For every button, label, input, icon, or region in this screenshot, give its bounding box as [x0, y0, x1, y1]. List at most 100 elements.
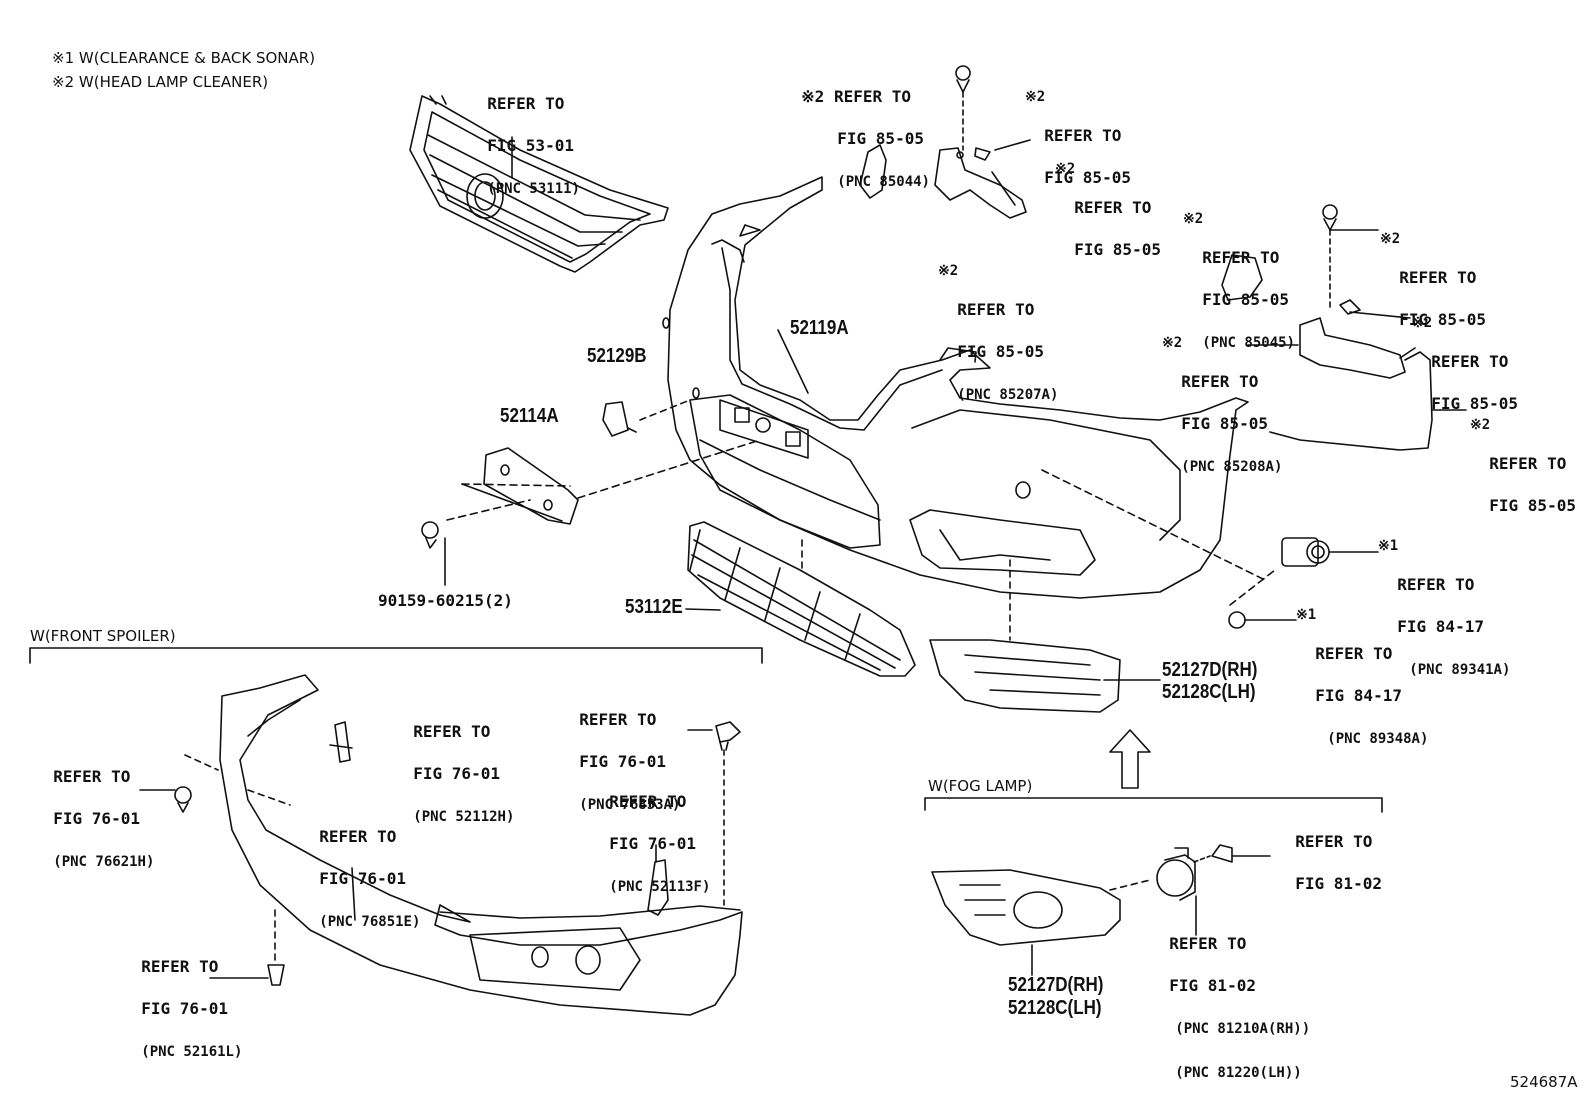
pnc-85208A-text: (PNC 85208A) — [1181, 459, 1283, 475]
part-52119A[interactable]: 52119A — [790, 317, 849, 339]
fog-cover-drawing — [929, 469, 1276, 713]
group-fog-lamp: W(FOG LAMP) — [928, 777, 1033, 795]
pnc-76853A-text: (PNC 76853A) — [579, 797, 681, 813]
callout-hose[interactable]: ※2 REFER TO FIG 85-05 — [1470, 376, 1576, 516]
note-head-lamp-cleaner: ※2 W(HEAD LAMP CLEANER) — [52, 73, 269, 91]
pnc-53111-text: (PNC 53111) — [487, 181, 580, 197]
fig-85-05-text: FIG 85-05 — [1181, 414, 1268, 433]
callout-76851E[interactable]: REFER TO FIG 76-01 (PNC 76851E) — [300, 805, 420, 933]
marker-2: ※2 — [1025, 89, 1046, 105]
pnc-89341A-text: (PNC 89341A) — [1409, 662, 1511, 678]
marker-2: ※2 — [1162, 335, 1183, 351]
sonar-sensor-drawing — [1228, 537, 1379, 629]
callout-bolt-top[interactable]: ※2 REFER TO FIG 85-05 — [1025, 48, 1131, 188]
callout-fog-bolt[interactable]: REFER TO FIG 81-02 — [1276, 810, 1382, 894]
pnc-76621H-text: (PNC 76621H) — [53, 854, 155, 870]
part-52128C-lh-lower[interactable]: 52128C(LH) — [1008, 997, 1102, 1019]
fig-81-02-text: FIG 81-02 — [1169, 976, 1256, 995]
marker-2: ※2 — [1183, 211, 1204, 227]
callout-85207A[interactable]: ※2 REFER TO FIG 85-05 (PNC 85207A) — [938, 222, 1058, 406]
callout-nut-top[interactable]: ※2 REFER TO FIG 85-05 — [1055, 120, 1161, 260]
refer-to-text: REFER TO — [1295, 832, 1373, 851]
refer-to-text: REFER TO — [957, 300, 1035, 319]
callout-52113F[interactable]: REFER TO FIG 76-01 (PNC 52113F) — [590, 770, 710, 898]
fig-85-05-text: FIG 85-05 — [1044, 168, 1131, 187]
fig-85-05-text: FIG 85-05 — [1399, 310, 1486, 329]
callout-89348A[interactable]: ※1 REFER TO FIG 84-17 (PNC 89348A) — [1296, 566, 1428, 750]
upper-grille-drawing — [409, 95, 669, 273]
refer-to-text: REFER TO — [609, 792, 687, 811]
fig-76-01-text: FIG 76-01 — [319, 869, 406, 888]
fig-85-05-text: FIG 85-05 — [1431, 394, 1518, 413]
callout-89341A[interactable]: ※1 REFER TO FIG 84-17 (PNC 89341A) — [1378, 497, 1510, 681]
fig-81-02-text: FIG 81-02 — [1295, 874, 1382, 893]
refer-to-text: REFER TO — [1489, 454, 1567, 473]
callout-nut-right[interactable]: ※2 REFER TO FIG 85-05 — [1412, 274, 1518, 414]
pnc-85045-text: (PNC 85045) — [1202, 335, 1295, 351]
diagram-code: 524687A — [1510, 1073, 1578, 1091]
callout-76853A[interactable]: REFER TO FIG 76-01 (PNC 76853A) — [560, 688, 680, 816]
part-52128C-lh[interactable]: 52128C(LH) — [1162, 681, 1256, 703]
refer-to-text: REFER TO — [141, 957, 219, 976]
part-52114A[interactable]: 52114A — [500, 405, 559, 427]
fig-85-05-text: FIG 85-05 — [1074, 240, 1161, 259]
marker-2: ※2 — [1055, 161, 1076, 177]
fig-84-17-text: FIG 84-17 — [1315, 686, 1402, 705]
refer-to-text: REFER TO — [1315, 644, 1393, 663]
part-90159-60215[interactable]: 90159-60215(2) — [378, 591, 513, 610]
refer-to-text: REFER TO — [1074, 198, 1152, 217]
pnc-81220-text: (PNC 81220(LH)) — [1175, 1065, 1302, 1081]
fig-85-05-text: FIG 85-05 — [1202, 290, 1289, 309]
part-52127D-rh-lower[interactable]: 52127D(RH) — [1008, 974, 1104, 996]
refer-to-text: REFER TO — [487, 94, 565, 113]
front-spoiler-drawing — [29, 647, 763, 1016]
callout-52161L[interactable]: REFER TO FIG 76-01 (PNC 52161L) — [122, 935, 242, 1063]
fig-76-01-text: FIG 76-01 — [609, 834, 696, 853]
fig-76-01-text: FIG 76-01 — [53, 809, 140, 828]
refer-to-text: REFER TO — [319, 827, 397, 846]
marker-1: ※1 — [1378, 538, 1399, 554]
part-53112E[interactable]: 53112E — [625, 596, 683, 618]
refer-to-text: ※2 REFER TO — [801, 87, 911, 106]
callout-85208A[interactable]: ※2 REFER TO FIG 85-05 (PNC 85208A) — [1162, 294, 1282, 478]
fig-76-01-text: FIG 76-01 — [579, 752, 666, 771]
refer-to-text: REFER TO — [1202, 248, 1280, 267]
marker-2: ※2 — [1470, 417, 1491, 433]
callout-52112H[interactable]: REFER TO FIG 76-01 (PNC 52112H) — [394, 700, 514, 828]
pnc-85044-text: (PNC 85044) — [837, 174, 930, 190]
fig-53-01-text: FIG 53-01 — [487, 136, 574, 155]
callout-85044[interactable]: ※2 REFER TO FIG 85-05 (PNC 85044) — [782, 65, 930, 193]
refer-to-text: REFER TO — [53, 767, 131, 786]
callout-fog-lamp[interactable]: REFER TO FIG 81-02 (PNC 81210A(RH)) (PNC… — [1150, 912, 1310, 1084]
refer-to-text: REFER TO — [413, 722, 491, 741]
pnc-81210A-text: (PNC 81210A(RH)) — [1175, 1021, 1311, 1037]
pnc-52161L-text: (PNC 52161L) — [141, 1044, 243, 1060]
callout-bolt-right[interactable]: ※2 REFER TO FIG 85-05 — [1380, 190, 1486, 330]
note-clearance-back-sonar: ※1 W(CLEARANCE & BACK SONAR) — [52, 49, 316, 67]
refer-to-text: REFER TO — [1397, 575, 1475, 594]
pnc-89348A-text: (PNC 89348A) — [1327, 731, 1429, 747]
pnc-76851E-text: (PNC 76851E) — [319, 914, 421, 930]
license-bracket-drawing — [421, 439, 761, 549]
fig-84-17-text: FIG 84-17 — [1397, 617, 1484, 636]
up-arrow-drawing — [1109, 729, 1151, 789]
marker-2: ※2 — [938, 263, 959, 279]
refer-to-text: REFER TO — [1044, 126, 1122, 145]
refer-to-text: REFER TO — [1399, 268, 1477, 287]
callout-refer-to[interactable]: REFER TO FIG 53-01 (PNC 53111) — [468, 72, 580, 200]
pnc-85207A-text: (PNC 85207A) — [957, 387, 1059, 403]
marker-2: ※2 — [1380, 231, 1401, 247]
part-52129B[interactable]: 52129B — [587, 345, 647, 367]
callout-76621H[interactable]: REFER TO FIG 76-01 (PNC 76621H) — [34, 745, 154, 873]
callout-85045[interactable]: ※2 REFER TO FIG 85-05 (PNC 85045) — [1183, 170, 1295, 354]
pnc-52113F-text: (PNC 52113F) — [609, 879, 711, 895]
leader-lines — [444, 139, 1411, 681]
marker-2: ※2 — [1412, 315, 1433, 331]
group-front-spoiler: W(FRONT SPOILER) — [30, 627, 176, 645]
bumper-cover-drawing — [662, 176, 1249, 599]
marker-1: ※1 — [1296, 607, 1317, 623]
refer-to-text: REFER TO — [579, 710, 657, 729]
part-52127D-rh[interactable]: 52127D(RH) — [1162, 659, 1258, 681]
